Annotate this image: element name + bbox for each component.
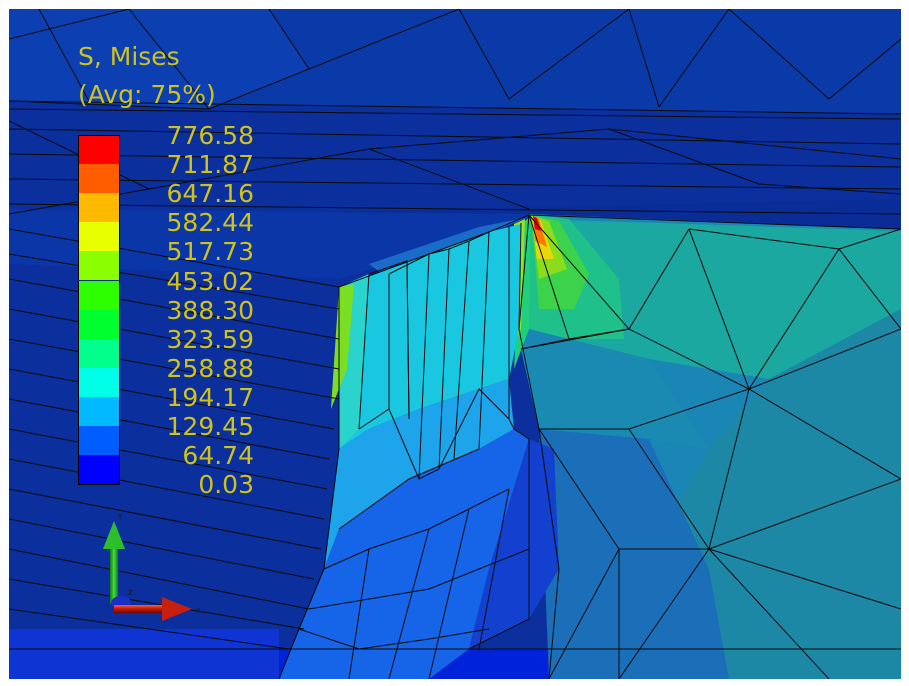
- legend-swatch: [78, 222, 120, 252]
- y-axis-label: Y: [117, 513, 123, 521]
- legend-level-label: 711.87: [166, 150, 254, 180]
- legend-level-label: 194.17: [166, 382, 254, 412]
- legend-level-label: 258.88: [166, 353, 254, 383]
- x-axis-shaft: [114, 605, 164, 613]
- legend-level-label: 64.74: [182, 441, 254, 471]
- z-axis-label: Z: [128, 589, 133, 597]
- legend-level-label: 0.03: [198, 470, 254, 500]
- legend-level-label: 323.59: [166, 324, 254, 354]
- legend-swatch: [78, 251, 120, 281]
- legend-swatch: [78, 455, 120, 485]
- legend-swatch: [78, 164, 120, 194]
- legend-swatch: [78, 426, 120, 455]
- legend-swatch: [78, 367, 120, 397]
- legend-level-label: 776.58: [166, 121, 254, 150]
- y-axis-shaft: [110, 544, 118, 604]
- legend-level-label: 129.45: [166, 412, 254, 441]
- legend-level-label: 388.30: [166, 295, 254, 325]
- coordinate-triad-icon: X Y Z: [103, 513, 201, 621]
- legend-averaging-title: (Avg: 75%): [78, 80, 216, 109]
- legend-swatch: [78, 396, 120, 426]
- legend-swatch: [78, 309, 120, 339]
- legend-swatch: [78, 280, 120, 310]
- legend-level-label: 517.73: [166, 237, 254, 267]
- x-axis-label: X: [196, 607, 201, 615]
- y-axis-arrowhead: [103, 521, 125, 549]
- legend-swatch: [78, 338, 120, 368]
- legend-swatch: [78, 135, 120, 164]
- legend-swatch: [78, 193, 120, 223]
- fe-mesh-contour-plot: [9, 9, 901, 679]
- x-axis-arrowhead: [162, 597, 192, 621]
- legend-level-label: 647.16: [166, 179, 254, 209]
- legend-level-label: 582.44: [166, 208, 254, 238]
- legend-variable-title: S, Mises: [78, 42, 180, 71]
- legend-level-label: 453.02: [166, 266, 254, 296]
- legend-bar-bottom-edge: [78, 484, 120, 486]
